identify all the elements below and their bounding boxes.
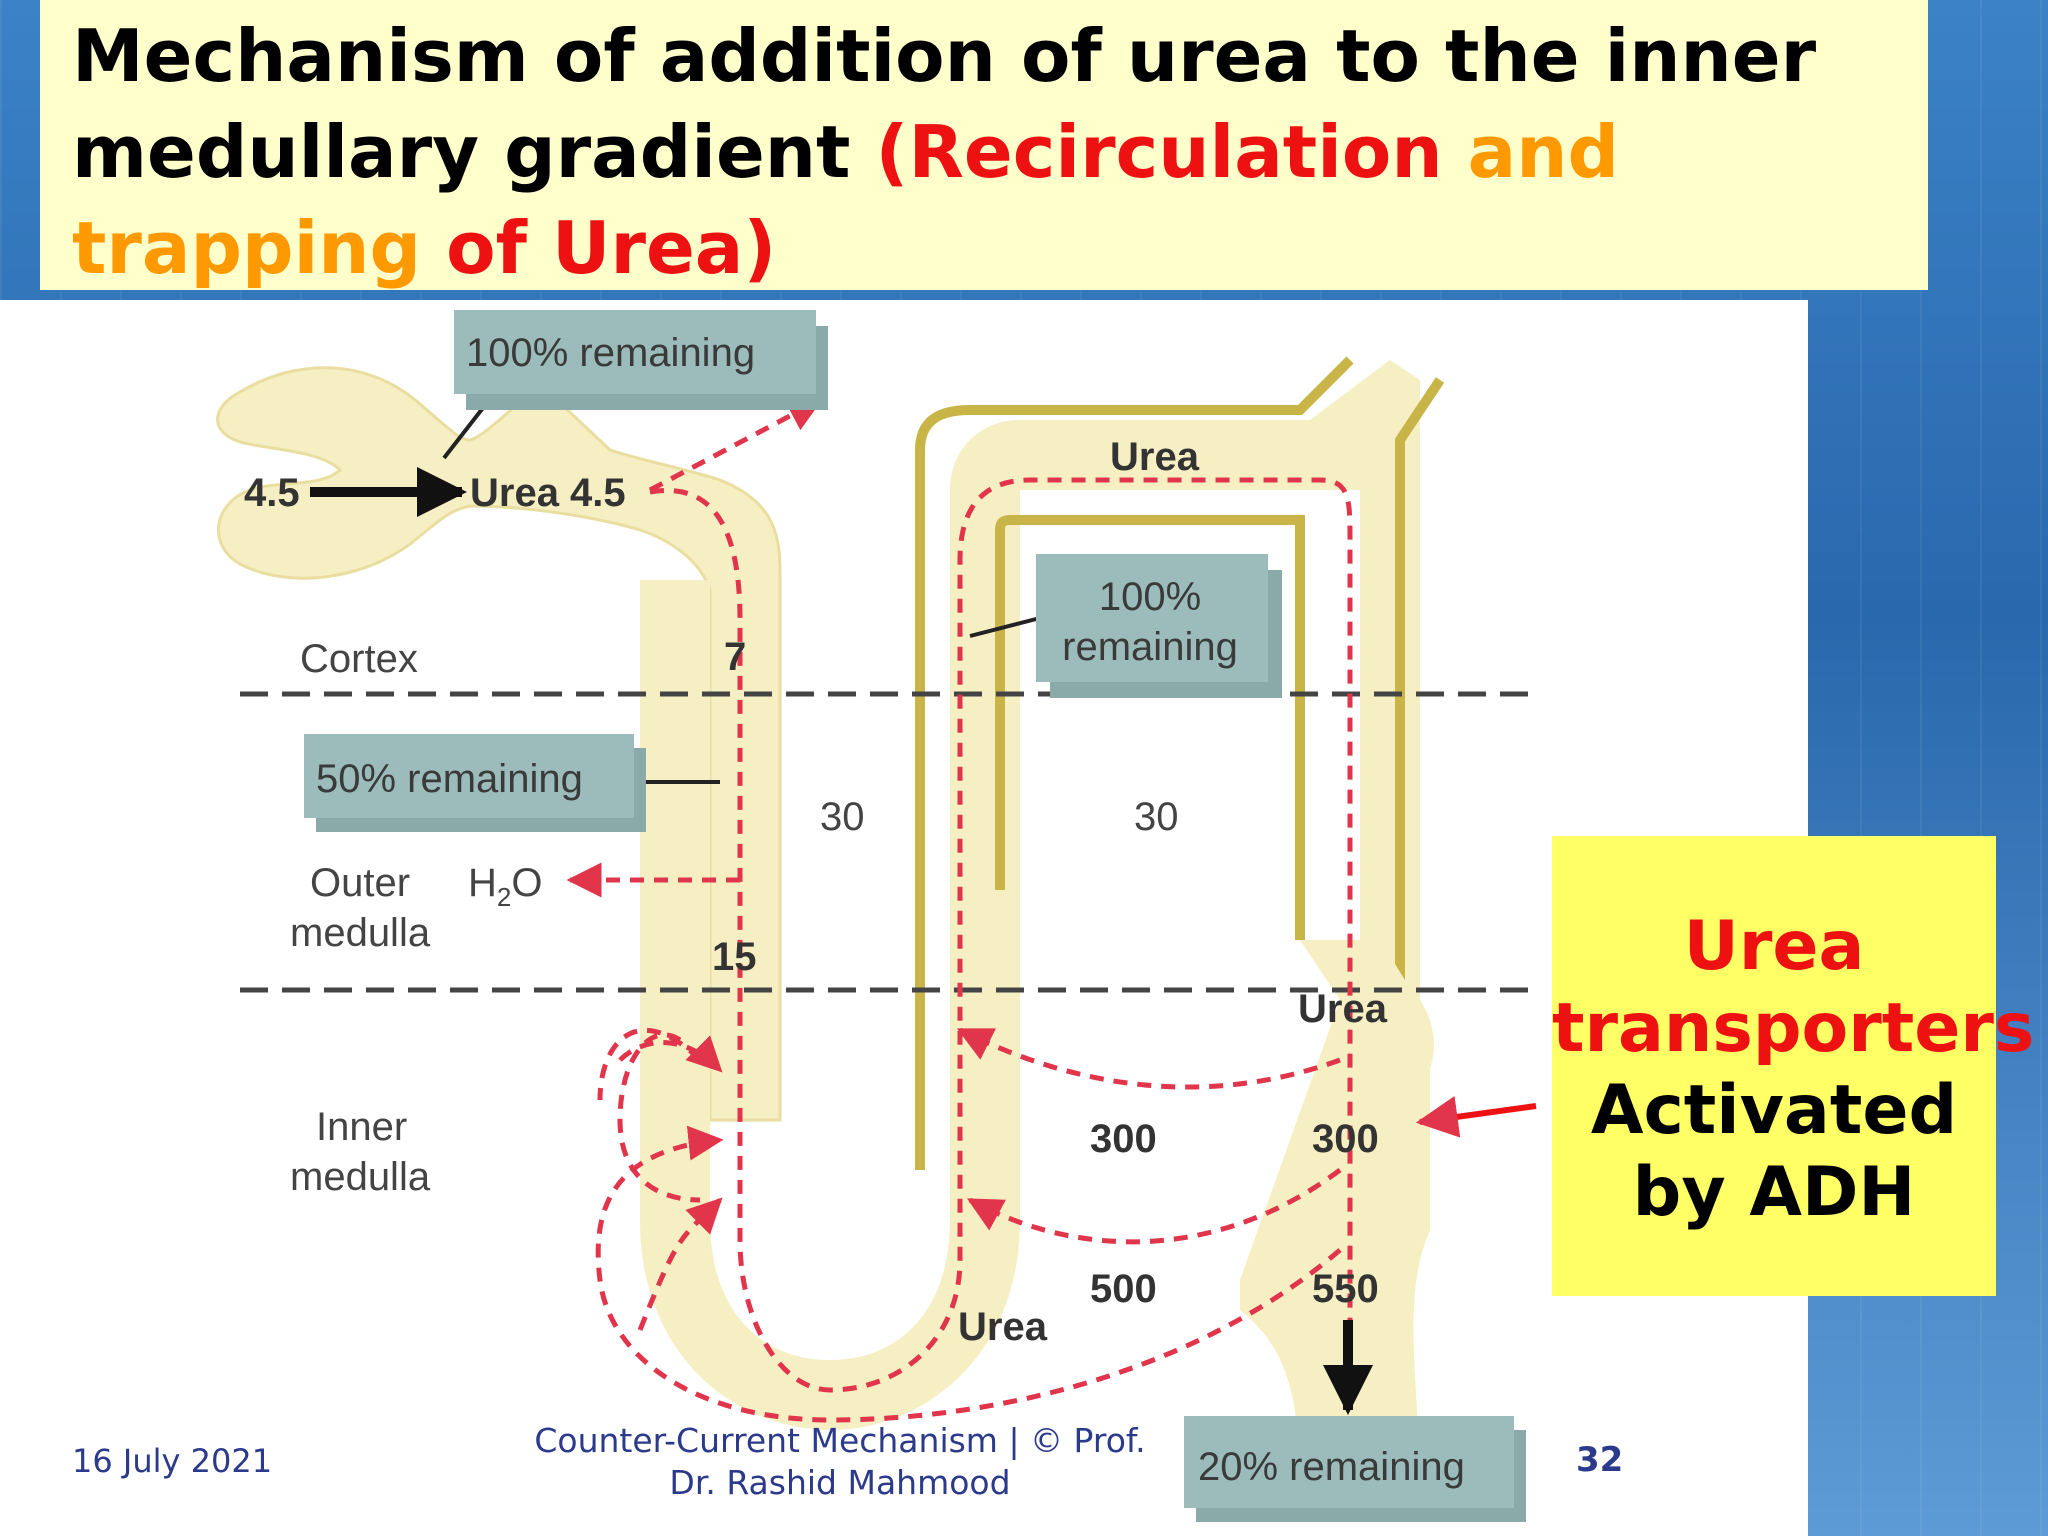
input-value: 4.5 (244, 471, 300, 515)
callout-line2: transporters (1552, 989, 2035, 1068)
loop-of-henle (640, 360, 1434, 1430)
value-550: 550 (1312, 1267, 1379, 1311)
title-part5: of Urea) (421, 206, 777, 290)
value-300-a: 300 (1090, 1117, 1157, 1161)
label-100-mid-1: 100% (1099, 575, 1201, 619)
urea-flow-paths (566, 397, 1353, 1423)
label-urea-bottom: Urea (958, 1305, 1048, 1349)
title-banner: Mechanism of addition of urea to the inn… (40, 0, 1928, 290)
diagram-canvas: 100% remaining 100% remaining 50% remain… (216, 310, 1537, 1522)
bowmans-capsule (216, 366, 782, 1122)
footer-date: 16 July 2021 (72, 1442, 273, 1480)
label-50: 50% remaining (316, 757, 583, 801)
zone-inner-2: medulla (290, 1155, 431, 1199)
slide-number: 32 (1576, 1440, 1624, 1480)
slide-title: Mechanism of addition of urea to the inn… (72, 8, 1896, 296)
value-300-b: 300 (1312, 1117, 1379, 1161)
title-part2: (Recirculation (875, 110, 1468, 194)
label-urea-top: Urea (1110, 435, 1200, 479)
footer-credit-line1: Counter-Current Mechanism | © Prof. (534, 1421, 1146, 1460)
zone-cortex: Cortex (300, 637, 418, 681)
urea-recirculation-diagram: 100% remaining 100% remaining 50% remain… (0, 300, 1808, 1536)
box-100-top (454, 310, 816, 394)
value-500: 500 (1090, 1267, 1157, 1311)
label-h2o: H2O (468, 861, 542, 912)
label-100-mid-2: remaining (1062, 625, 1238, 669)
footer-credit: Counter-Current Mechanism | © Prof. Dr. … (500, 1420, 1180, 1504)
callout-line1: Urea (1683, 907, 1865, 986)
adh-callout: Urea transporters Activated by ADH (1552, 836, 2035, 1296)
label-urea-right: Urea (1298, 987, 1388, 1031)
thick-limb-inner-outline (995, 515, 1305, 940)
title-part3: and (1467, 110, 1620, 194)
value-15: 15 (712, 935, 757, 979)
value-30-right: 30 (1134, 795, 1179, 839)
title-part1: Mechanism of addition of urea to the inn… (72, 14, 1817, 194)
h2o-o: O (511, 861, 542, 905)
value-7: 7 (724, 635, 746, 679)
zone-inner-1: Inner (316, 1105, 407, 1149)
connector-mid (969, 616, 1041, 638)
collecting-duct (1240, 940, 1430, 1500)
callout-line4: by ADH (1632, 1153, 1916, 1232)
box-20 (1184, 1416, 1514, 1508)
footer-credit-line2: Dr. Rashid Mahmood (669, 1463, 1011, 1502)
zone-outer-2: medulla (290, 911, 431, 955)
h2o-h: H (468, 861, 497, 905)
zone-outer-1: Outer (310, 861, 410, 905)
thick-limb-outline (915, 356, 1445, 1170)
callout-line3: Activated (1590, 1071, 1958, 1150)
label-urea-4-5: Urea 4.5 (470, 471, 626, 515)
label-20: 20% remaining (1198, 1445, 1465, 1489)
title-part4: trapping (72, 206, 422, 290)
box-100-mid (1036, 554, 1268, 682)
callout-pointer-arrow (1415, 1096, 1537, 1138)
label-100-top: 100% remaining (466, 331, 755, 375)
value-30-left: 30 (820, 795, 865, 839)
box-50 (304, 734, 634, 818)
h2o-sub: 2 (497, 882, 511, 912)
